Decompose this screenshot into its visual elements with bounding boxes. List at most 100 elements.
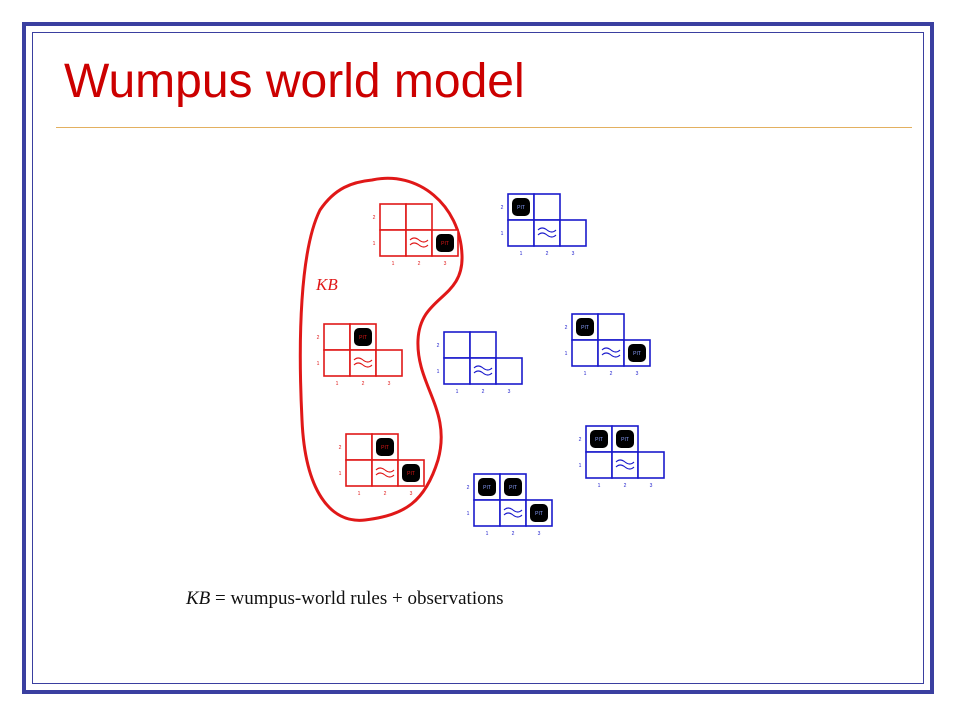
axis-label-col1: 1 — [584, 371, 587, 377]
caption-text: wumpus-world rules + observations — [230, 588, 504, 609]
grid-cell — [533, 193, 561, 221]
pit-label: PIT — [359, 335, 367, 341]
pit-label: PIT — [381, 445, 389, 451]
breeze-icon — [615, 459, 635, 470]
pit-icon — [512, 198, 530, 216]
axis-label-row2: 2 — [467, 485, 470, 491]
axis-label-col1: 1 — [336, 381, 339, 387]
pit-label: PIT — [407, 471, 415, 477]
pit-label: PIT — [621, 437, 629, 443]
model-kb-a-grid: PIT 1 2 3 2 1 — [373, 203, 459, 267]
grid-cell — [469, 331, 497, 359]
pit-icon — [402, 464, 420, 482]
pit-icon — [590, 430, 608, 448]
pit-icon — [616, 430, 634, 448]
grid-cell — [597, 313, 625, 341]
axis-label-col3: 3 — [444, 261, 447, 267]
pit-label: PIT — [535, 511, 543, 517]
grid-cell — [323, 349, 351, 377]
axis-label-row1: 1 — [317, 361, 320, 367]
pit-label: PIT — [483, 485, 491, 491]
grid-cell — [495, 357, 523, 385]
grid-cell — [473, 499, 501, 527]
grid-cell — [507, 219, 535, 247]
axis-label-row2: 2 — [565, 325, 568, 331]
breeze-icon — [601, 347, 621, 358]
axis-label-col1: 1 — [456, 389, 459, 395]
axis-label-col1: 1 — [486, 531, 489, 537]
axis-label-row1: 1 — [565, 351, 568, 357]
pit-icon — [436, 234, 454, 252]
breeze-icon — [537, 227, 557, 238]
axis-label-row1: 1 — [373, 241, 376, 247]
grid-cell — [379, 229, 407, 257]
breeze-icon — [473, 365, 493, 376]
axis-label-row2: 2 — [317, 335, 320, 341]
grid-cell — [597, 339, 625, 367]
axis-label-col2: 2 — [384, 491, 387, 497]
axis-label-col1: 1 — [392, 261, 395, 267]
slide-frame-inner — [32, 32, 924, 684]
axis-label-col3: 3 — [650, 483, 653, 489]
grid-cell — [443, 357, 471, 385]
caption: KB = wumpus-world rules + observations — [186, 588, 504, 610]
axis-label-col1: 1 — [520, 251, 523, 257]
axis-label-row2: 2 — [501, 205, 504, 211]
axis-label-col3: 3 — [572, 251, 575, 257]
grid-cell — [405, 229, 433, 257]
pit-label: PIT — [517, 205, 525, 211]
pit-label: PIT — [633, 351, 641, 357]
breeze-icon — [503, 507, 523, 518]
pit-icon — [504, 478, 522, 496]
axis-label-col2: 2 — [624, 483, 627, 489]
axis-label-col3: 3 — [388, 381, 391, 387]
grid-cell — [571, 339, 599, 367]
breeze-icon — [409, 237, 429, 248]
grid-cell — [349, 349, 377, 377]
axis-label-col3: 3 — [410, 491, 413, 497]
grid-cell — [499, 499, 527, 527]
grid-cell — [533, 219, 561, 247]
grid-cell — [469, 357, 497, 385]
pit-icon — [478, 478, 496, 496]
pit-icon — [576, 318, 594, 336]
pit-label: PIT — [581, 325, 589, 331]
pit-label: PIT — [509, 485, 517, 491]
axis-label-row2: 2 — [339, 445, 342, 451]
axis-label-row1: 1 — [339, 471, 342, 477]
axis-label-row1: 1 — [579, 463, 582, 469]
axis-label-col3: 3 — [636, 371, 639, 377]
pit-icon — [628, 344, 646, 362]
breeze-icon — [353, 357, 373, 368]
axis-label-row1: 1 — [437, 369, 440, 375]
axis-label-col2: 2 — [418, 261, 421, 267]
grid-cell — [345, 459, 373, 487]
axis-label-row2: 2 — [373, 215, 376, 221]
axis-label-row2: 2 — [579, 437, 582, 443]
kb-boundary — [298, 176, 464, 522]
grid-cell — [405, 203, 433, 231]
grid-cell — [559, 219, 587, 247]
slide-title: Wumpus world model — [64, 55, 525, 108]
grid-cell — [375, 349, 403, 377]
slide-frame-outer — [22, 22, 934, 694]
grid-cell — [345, 433, 373, 461]
grid-cell — [585, 451, 613, 479]
axis-label-row1: 1 — [501, 231, 504, 237]
grid-cell — [611, 451, 639, 479]
title-divider — [56, 127, 912, 128]
pit-label: PIT — [441, 241, 449, 247]
grid-cell — [371, 459, 399, 487]
axis-label-col1: 1 — [598, 483, 601, 489]
pit-icon — [530, 504, 548, 522]
model-d-grid: PIT 1 2 3 2 1 — [501, 193, 587, 257]
axis-label-col2: 2 — [482, 389, 485, 395]
axis-label-col2: 2 — [546, 251, 549, 257]
caption-kb: KB — [186, 588, 211, 609]
